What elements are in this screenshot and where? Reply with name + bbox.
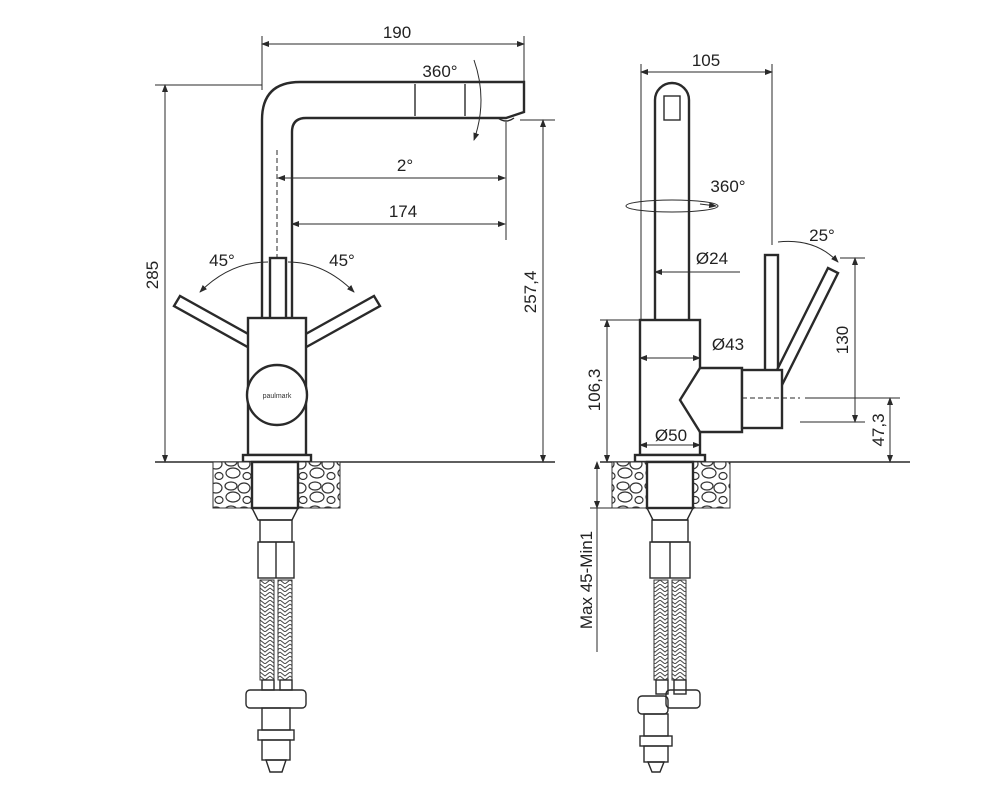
base-diameter-label: Ø50 — [655, 426, 687, 445]
shank — [250, 460, 300, 510]
lever-left-position — [172, 294, 269, 357]
nut — [259, 519, 293, 543]
body-height-label: 106,3 — [585, 369, 604, 412]
fitting-tip — [265, 759, 287, 773]
fitting-body — [261, 707, 291, 731]
joint-height-label: 47,3 — [869, 413, 888, 446]
hose-ferrule — [655, 679, 669, 695]
nut-side — [651, 519, 689, 543]
depth-label: 105 — [692, 51, 720, 70]
lever-tilted — [770, 266, 840, 386]
body-diameter-label: Ø43 — [712, 335, 744, 354]
reach-label: 174 — [389, 202, 417, 221]
fitting-body — [643, 713, 669, 737]
shank-side — [645, 460, 695, 510]
hose-ferrule — [673, 679, 687, 695]
lever-left-angle-label: 45° — [209, 251, 235, 270]
lever-height-label: 130 — [833, 326, 852, 354]
hose-side-left — [653, 579, 669, 681]
fitting-nut-right — [665, 689, 701, 709]
hose-right — [277, 579, 293, 681]
fitting-body — [261, 739, 291, 761]
hose-fittings — [245, 689, 307, 709]
shank-taper — [250, 507, 300, 521]
rotation-ellipse-icon — [625, 199, 719, 213]
fitting-tip — [646, 761, 666, 773]
fitting-collar — [639, 735, 673, 747]
hose-left — [259, 579, 275, 681]
cartridge-housing — [678, 366, 744, 434]
lever-angle-arc — [777, 240, 839, 263]
fitting-nut-left — [637, 695, 669, 715]
fitting-body — [643, 745, 669, 763]
hose-ferrule — [261, 679, 275, 691]
fitting-collar — [257, 729, 295, 741]
hose-side-right — [671, 579, 687, 681]
lever-right-position — [285, 294, 382, 357]
lever-right-angle-label: 45° — [329, 251, 355, 270]
front-view: 190 360° 2° 174 285 257,4 45° 45° paulma… — [143, 23, 555, 773]
lever-hub — [740, 368, 784, 430]
height-total-label: 285 — [143, 261, 162, 289]
tilt-angle-label: 2° — [397, 156, 413, 175]
rotation-arrow-icon — [473, 59, 482, 141]
rotation-arrowhead-icon — [699, 202, 717, 209]
aerator — [497, 117, 515, 122]
spout-height-label: 257,4 — [521, 271, 540, 314]
spout-pipe-side — [653, 81, 691, 320]
spout-head-side — [663, 95, 681, 121]
lever-right-angle-arc — [287, 261, 355, 293]
pipe-diameter-label: Ø24 — [696, 249, 728, 268]
hose-ferrule — [279, 679, 293, 691]
lever-left-angle-arc — [199, 261, 269, 293]
lever-angle-label: 25° — [809, 226, 835, 245]
lever-side — [763, 253, 780, 382]
dimension-width-label: 190 — [383, 23, 411, 42]
shank-taper-side — [645, 507, 695, 521]
side-view: 105 360° Ø24 25° 130 47,3 Ø43 Ø50 106,3 — [577, 51, 910, 773]
side-rotation-label: 360° — [710, 177, 745, 196]
countertop-thickness-label: Max 45-Min1 — [577, 531, 596, 629]
brand-logo: paulmark — [263, 393, 292, 400]
brand-badge — [245, 363, 309, 427]
spout-rotation-label: 360° — [422, 62, 457, 81]
